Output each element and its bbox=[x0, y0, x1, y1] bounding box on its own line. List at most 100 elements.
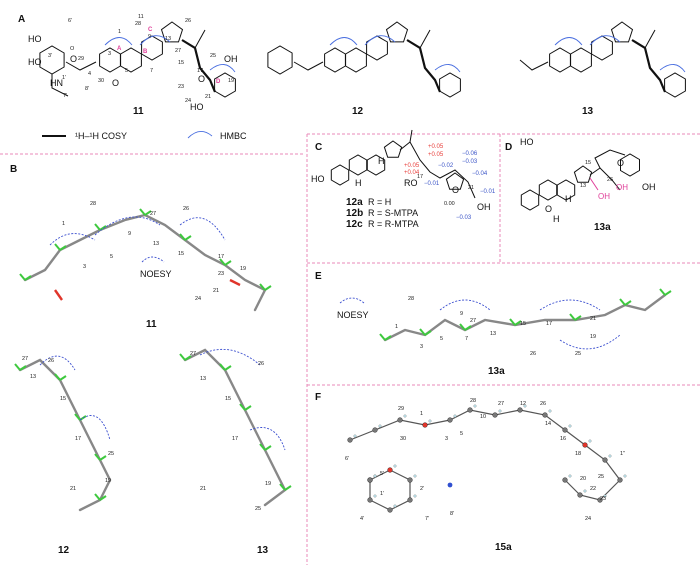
hydrogen-sphere bbox=[523, 404, 527, 408]
crystal-structure-15a bbox=[347, 404, 627, 513]
delta-blue-7: −0.03 bbox=[456, 215, 472, 221]
atom-label: 3 bbox=[420, 344, 423, 350]
atom-label: 27 bbox=[498, 401, 504, 407]
atom-h: H bbox=[565, 194, 572, 204]
atom-label: 15 bbox=[60, 396, 66, 402]
atom-label-11: 13 bbox=[165, 36, 171, 42]
atom-label-11: 3' bbox=[48, 53, 52, 59]
hmbc-legend-label: HMBC bbox=[220, 131, 247, 141]
noesy-correlation bbox=[94, 216, 161, 236]
ring-label-a: A bbox=[117, 46, 122, 52]
ring-bond bbox=[348, 154, 368, 176]
hydrogen bbox=[239, 403, 246, 411]
delta-blue-2: −0.06 bbox=[462, 151, 478, 157]
compound-label-12a: 12a bbox=[346, 197, 363, 208]
hydrogen bbox=[94, 453, 101, 461]
hydrogen bbox=[19, 273, 26, 281]
atom-number-labels: 6'3'1'HOHOHNO7'8'42930312859111327726151… bbox=[22, 14, 625, 522]
atom-label: 19 bbox=[105, 478, 111, 484]
atom-label: 12 bbox=[520, 401, 526, 407]
atom-sphere bbox=[492, 412, 498, 418]
atom-label-11: 30 bbox=[98, 78, 104, 84]
atom-label: 17 bbox=[218, 254, 224, 260]
nitrogen-sphere bbox=[447, 482, 453, 488]
hmbc-correlation-arrow bbox=[554, 37, 583, 46]
hydrogen bbox=[619, 298, 626, 306]
atom-sphere bbox=[577, 492, 583, 498]
hydrogen-sphere bbox=[453, 414, 457, 418]
delta-blue-6: −0.01 bbox=[480, 189, 496, 195]
noesy-correlation bbox=[49, 233, 96, 246]
hydrogen bbox=[59, 245, 67, 251]
atom-26: 26 bbox=[607, 177, 613, 183]
atom-label: 13 bbox=[200, 376, 206, 382]
atom-label: 9 bbox=[460, 311, 463, 317]
hydrogen-sphere bbox=[403, 414, 407, 418]
atom-label-11: 28 bbox=[135, 21, 141, 27]
atom-label: 25 bbox=[255, 506, 261, 512]
hydrogen-sphere bbox=[548, 409, 552, 413]
hmbc-correlation-arrow bbox=[364, 35, 396, 46]
hydrogen-sphere bbox=[373, 474, 377, 478]
atom-label: 15 bbox=[520, 321, 526, 327]
hydrogen bbox=[384, 335, 392, 341]
atom-label: 27 bbox=[190, 351, 196, 357]
atom-sphere bbox=[407, 497, 413, 503]
ring-bond bbox=[330, 164, 350, 186]
hmbc-correlation-arrow bbox=[209, 64, 236, 73]
atom-label: 21 bbox=[200, 486, 206, 492]
hydrogen bbox=[379, 333, 386, 341]
atom-oh-26: OH bbox=[616, 183, 628, 192]
hydrogen bbox=[514, 320, 522, 326]
atom-label-11: HO bbox=[190, 102, 204, 112]
hydrogen bbox=[569, 313, 576, 321]
delta-red-3: +0.05 bbox=[404, 163, 420, 169]
panel-label-e: E bbox=[315, 271, 322, 282]
hmbc-correlation-arrow bbox=[104, 37, 133, 46]
hydrogen-sphere bbox=[603, 494, 607, 498]
ring-bond bbox=[664, 72, 686, 98]
panel-label-a: A bbox=[18, 14, 25, 25]
hydrogen-sphere bbox=[413, 494, 417, 498]
atom-label: 5 bbox=[110, 254, 113, 260]
bond bbox=[419, 29, 431, 49]
bond bbox=[293, 61, 324, 71]
atom-h: H bbox=[378, 156, 385, 166]
compound-label-12: 12 bbox=[352, 106, 364, 117]
hydrogen bbox=[99, 225, 107, 231]
noesy-correlation bbox=[559, 334, 621, 350]
atom-label: 1" bbox=[620, 451, 625, 457]
atom-label: 1 bbox=[62, 221, 65, 227]
hydrogen bbox=[19, 365, 27, 371]
atom-label: 1 bbox=[420, 411, 423, 417]
noesy-correlation bbox=[199, 348, 261, 366]
ring-bond bbox=[591, 35, 613, 61]
atom-label-11: 11 bbox=[138, 14, 144, 20]
atom-label-11: O bbox=[112, 78, 119, 88]
structure-11-hmbc-cosy bbox=[39, 21, 236, 98]
atom-label: 1' bbox=[380, 491, 384, 497]
ring-bond bbox=[620, 153, 640, 177]
atom-label: 23 bbox=[600, 496, 606, 502]
hydrogen-sphere bbox=[373, 494, 377, 498]
atom-sphere bbox=[422, 422, 428, 428]
atom-label-11: 9 bbox=[148, 34, 151, 40]
hydrogen bbox=[424, 330, 432, 336]
hydrogen bbox=[244, 405, 252, 411]
hydrogen bbox=[179, 233, 186, 241]
noesy-3d-models bbox=[14, 208, 672, 512]
ring-bond bbox=[141, 35, 163, 61]
atom-label-11: HO bbox=[28, 34, 42, 44]
ring-bond bbox=[214, 72, 236, 98]
bond bbox=[631, 39, 667, 93]
ring-label-d: D bbox=[216, 79, 221, 85]
atom-13: 13 bbox=[580, 183, 586, 189]
atom-label: 30 bbox=[400, 436, 406, 442]
bond bbox=[181, 39, 217, 93]
delta-blue-3: −0.03 bbox=[462, 159, 478, 165]
hydrogen bbox=[659, 288, 666, 296]
ring-bond bbox=[520, 189, 540, 211]
atom-label-11: 29 bbox=[78, 56, 84, 62]
atom-label: 17 bbox=[232, 436, 238, 442]
atom-label: 24 bbox=[195, 296, 201, 302]
